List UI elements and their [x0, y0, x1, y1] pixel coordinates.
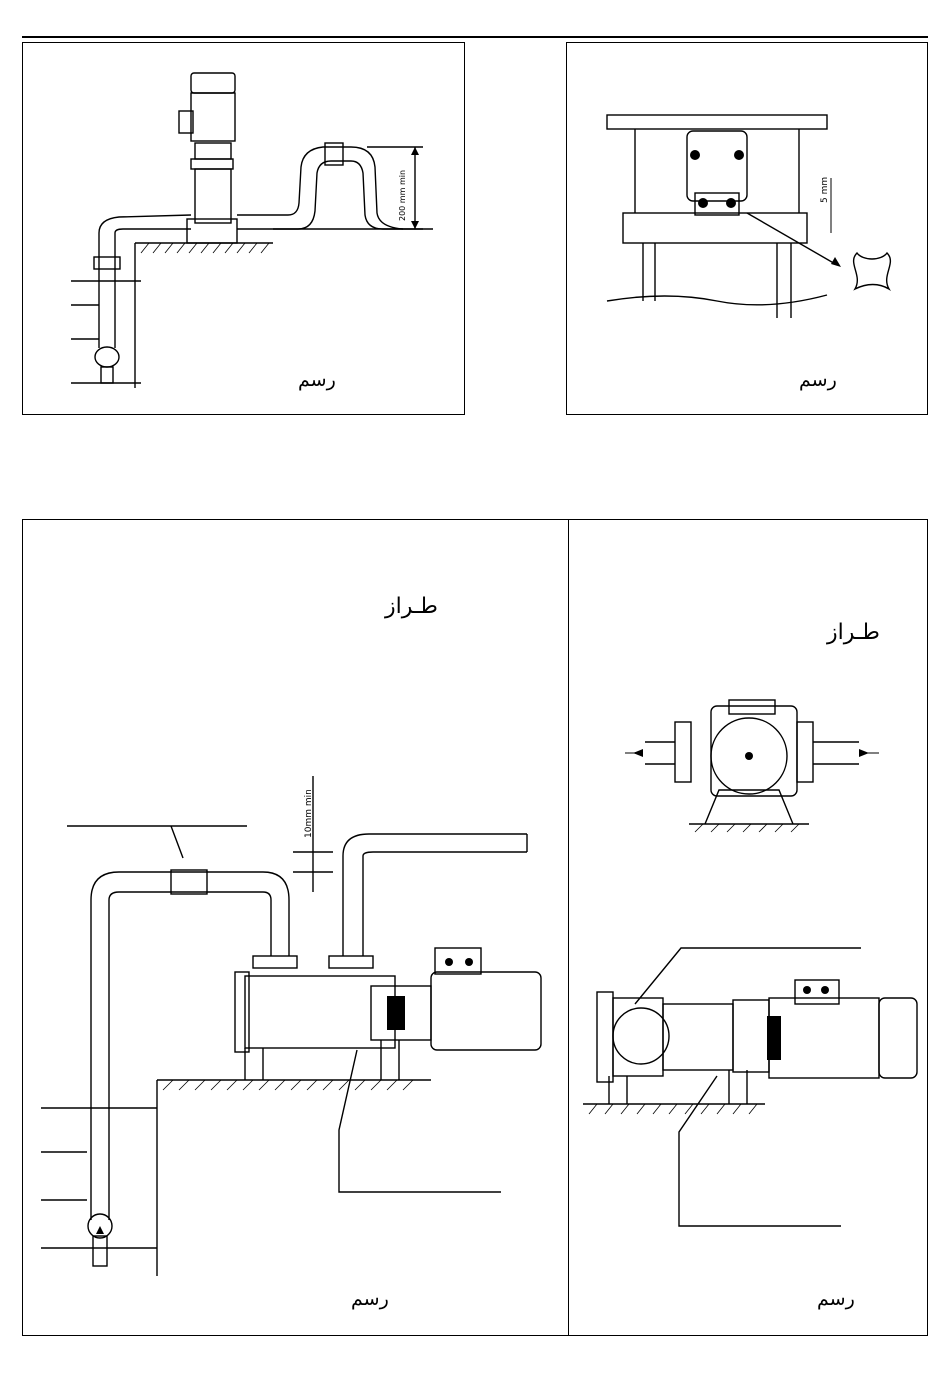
figure-caption: رسم [799, 369, 837, 391]
model-label: طـراز [385, 594, 438, 619]
figure-panel-inline-pump: طـراز رسم [568, 519, 928, 1336]
figure-caption: رسم [817, 1288, 855, 1310]
top-rule [22, 36, 928, 38]
dimension-label: 10mm min [304, 789, 314, 838]
dimension-label: 5 mm [820, 177, 830, 203]
coupling-detail-drawing: 5 mm [567, 43, 929, 416]
horizontal-pump-drawing: 10mm min [23, 520, 570, 1337]
figure-panel-coupling-detail: 5 mm رسم [566, 42, 928, 415]
figure-caption: رسم [351, 1288, 389, 1310]
figure-panel-vertical-pump: 200 mm min رسم [22, 42, 465, 415]
figure-panel-horizontal-pump: 10mm min طـراز رسم [22, 519, 569, 1336]
vertical-pump-drawing: 200 mm min [23, 43, 466, 416]
figure-caption: رسم [298, 369, 336, 391]
dimension-label: 200 mm min [398, 170, 407, 221]
model-label: طـراز [827, 620, 880, 645]
